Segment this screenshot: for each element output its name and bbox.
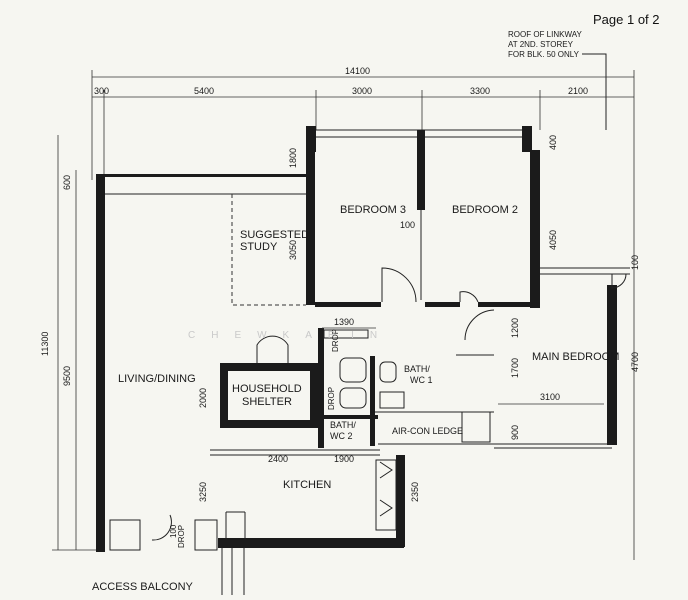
label-shelter-line-1: HOUSEHOLD — [232, 383, 302, 395]
roof-note-line-3: FOR BLK. 50 ONLY — [508, 50, 580, 59]
dim-study-3050: 3050 — [288, 240, 298, 260]
dim-overall: 14100 — [345, 66, 370, 76]
roof-note-line-2: AT 2ND. STOREY — [508, 40, 574, 49]
dim-right-400: 400 — [548, 135, 558, 150]
balcony-railing — [109, 511, 246, 595]
label-main-bedroom: MAIN BEDROOM — [532, 351, 619, 363]
label-study-line-2: STUDY — [240, 241, 278, 253]
label-aircon-ledge: AIR-CON LEDGE — [392, 426, 463, 436]
dim-shelter-2000: 2000 — [198, 388, 208, 408]
label-access-balcony: ACCESS BALCONY — [92, 581, 194, 593]
dim-study-1800: 1800 — [288, 148, 298, 168]
label-bath2-line-1: BATH/ — [330, 420, 356, 430]
top-dimension-chain: 14100 300 5400 3000 3300 2100 — [91, 66, 635, 560]
label-bath1-line-1: BATH/ — [404, 364, 430, 374]
roof-note-line-1: ROOF OF LINKWAY — [508, 30, 582, 39]
dim-top-3000: 3000 — [352, 86, 372, 96]
dim-top-5400: 5400 — [194, 86, 214, 96]
dim-bath-1390: 1390 — [334, 317, 354, 327]
page-indicator: Page 1 of 2 — [593, 12, 660, 27]
dim-left-9500: 9500 — [62, 366, 72, 386]
label-drop-2: DROP — [327, 387, 336, 410]
label-living-dining: LIVING/DINING — [118, 373, 196, 385]
label-bath1-line-2: WC 1 — [410, 375, 433, 385]
label-drop-3: DROP — [177, 525, 186, 548]
dim-mb-1200: 1200 — [510, 318, 520, 338]
dim-kitchen-2350: 2350 — [410, 482, 420, 502]
dim-top-2100: 2100 — [568, 86, 588, 96]
dim-top-3300: 3300 — [470, 86, 490, 96]
dim-mb-1700: 1700 — [510, 358, 520, 378]
dim-left-11300: 11300 — [40, 332, 50, 356]
dim-mb-900: 900 — [510, 425, 520, 440]
watermark: CHEWKARIN — [188, 330, 393, 341]
doors — [151, 267, 627, 541]
dim-mb-3100: 3100 — [540, 392, 560, 402]
dim-kitchen-3250: 3250 — [198, 482, 208, 502]
dim-balcony-100: 100 — [169, 524, 178, 538]
roof-linkway-note: ROOF OF LINKWAY AT 2ND. STOREY FOR BLK. … — [508, 30, 607, 130]
dim-far-100: 100 — [630, 255, 640, 270]
dim-far-4700: 4700 — [630, 352, 640, 372]
bath-fixtures — [323, 329, 491, 443]
label-study-line-1: SUGGESTED — [240, 229, 309, 241]
dim-top-300: 300 — [94, 86, 109, 96]
label-kitchen: KITCHEN — [283, 479, 331, 491]
dim-kitchen-2400: 2400 — [268, 454, 288, 464]
label-drop-1: DROP — [331, 329, 340, 352]
dim-right-4050: 4050 — [548, 230, 558, 250]
dim-kitchen-1900: 1900 — [334, 454, 354, 464]
dim-bedroom3-100: 100 — [400, 220, 415, 230]
roof-note-leader — [582, 53, 607, 130]
label-bedroom-3: BEDROOM 3 — [340, 204, 406, 216]
left-dimension-chain: 11300 9500 600 — [40, 135, 100, 551]
dim-left-600: 600 — [62, 175, 72, 190]
label-bath2-line-2: WC 2 — [330, 431, 353, 441]
label-bedroom-2: BEDROOM 2 — [452, 204, 518, 216]
suggested-study-outline — [231, 194, 306, 306]
label-shelter-line-2: SHELTER — [242, 396, 292, 408]
walls — [96, 126, 630, 552]
